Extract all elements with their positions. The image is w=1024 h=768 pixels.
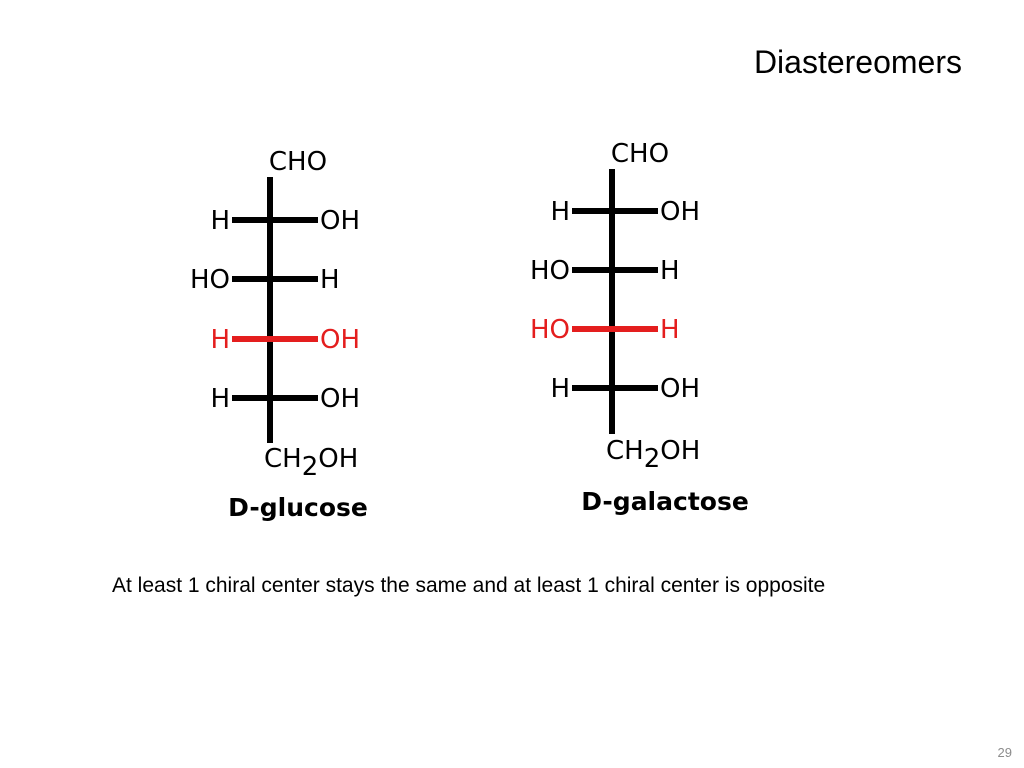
galactose-left-3: HO xyxy=(530,315,570,345)
galactose-left-2: HO xyxy=(530,256,570,286)
glucose-top-group: CHO xyxy=(269,147,327,177)
fischer-glucose: CHO H OH HO H H OH H OH CH2OH D-glucose xyxy=(190,147,368,522)
glucose-left-3: H xyxy=(210,325,230,355)
glucose-right-3: OH xyxy=(320,325,360,355)
galactose-right-4: OH xyxy=(660,374,700,404)
galactose-left-4: H xyxy=(550,374,570,404)
fischer-galactose: CHO H OH HO H HO H H OH CH2OH D-galactos… xyxy=(530,139,749,516)
glucose-bottom-group: CH2OH xyxy=(264,444,358,482)
slide-number: 29 xyxy=(997,745,1012,760)
glucose-left-4: H xyxy=(210,384,230,414)
galactose-top-group: CHO xyxy=(611,139,669,169)
glucose-right-2: H xyxy=(320,265,340,295)
galactose-right-2: H xyxy=(660,256,680,286)
galactose-right-3: H xyxy=(660,315,680,345)
glucose-left-2: HO xyxy=(190,265,230,295)
galactose-left-1: H xyxy=(550,197,570,227)
glucose-right-4: OH xyxy=(320,384,360,414)
galactose-name: D-galactose xyxy=(581,487,749,516)
glucose-name: D-glucose xyxy=(228,493,368,522)
glucose-right-1: OH xyxy=(320,206,360,236)
caption-text: At least 1 chiral center stays the same … xyxy=(112,574,826,597)
galactose-right-1: OH xyxy=(660,197,700,227)
slide-title: Diastereomers xyxy=(753,44,962,80)
glucose-left-1: H xyxy=(210,206,230,236)
galactose-bottom-group: CH2OH xyxy=(606,436,700,474)
